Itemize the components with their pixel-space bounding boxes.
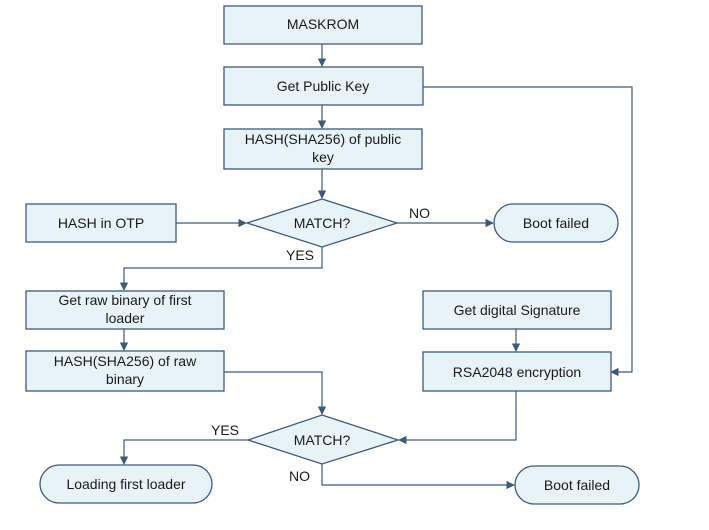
node-match-1-label: MATCH? (294, 215, 351, 231)
node-get-raw-binary: Get raw binary of first loader (25, 290, 225, 330)
edge-label-match-2-yes: YES (211, 422, 239, 438)
node-hash-public-key: HASH(SHA256) of public key (223, 128, 423, 170)
node-get-digital-signature-label: Get digital Signature (454, 302, 581, 318)
node-hash-raw-binary-line-2: binary (106, 371, 144, 387)
node-hash-in-otp-label: HASH in OTP (58, 215, 144, 231)
edge-label-match-1-yes: YES (286, 247, 314, 263)
edge-label-match-2-no: NO (289, 468, 310, 484)
edge-hash-raw-binary-to-match-2 (224, 371, 327, 415)
node-get-digital-signature: Get digital Signature (422, 290, 612, 330)
node-rsa-encryption: RSA2048 encryption (422, 351, 612, 392)
node-get-raw-binary-line-1: Get raw binary of first (58, 292, 191, 308)
node-rsa-encryption-label: RSA2048 encryption (453, 364, 581, 380)
node-match-2: MATCH? (245, 414, 401, 465)
node-loading-first-loader-label: Loading first loader (66, 476, 185, 492)
edge-match-1-yes-to-get-raw-binary (119, 247, 323, 291)
edge-label-match-1-no: NO (409, 205, 430, 221)
node-hash-public-key-line-2: key (312, 149, 334, 165)
edges (119, 44, 633, 490)
node-get-public-key: Get Public Key (223, 66, 424, 106)
node-match-1: MATCH? (244, 198, 400, 248)
node-match-2-label: MATCH? (294, 432, 351, 448)
edge-rsa-encryption-to-match-2 (398, 391, 517, 445)
node-maskrom: MASKROM (223, 5, 423, 45)
edge-match-2-yes-to-loading-first-loader (119, 439, 247, 465)
node-boot-failed-2-label: Boot failed (544, 477, 610, 493)
node-boot-failed-2: Boot failed (514, 465, 640, 505)
node-hash-in-otp: HASH in OTP (25, 203, 177, 243)
edge-match-2-no-to-boot-failed-2 (321, 464, 515, 490)
node-loading-first-loader: Loading first loader (39, 464, 213, 504)
node-boot-failed-1: Boot failed (493, 203, 619, 243)
node-hash-raw-binary-line-1: HASH(SHA256) of raw (54, 353, 197, 369)
node-hash-raw-binary: HASH(SHA256) of raw binary (25, 350, 225, 392)
edge-get-public-key-to-rsa-encryption (423, 86, 633, 377)
node-get-raw-binary-line-2: loader (106, 310, 145, 326)
node-maskrom-label: MASKROM (287, 16, 359, 32)
node-boot-failed-1-label: Boot failed (523, 215, 589, 231)
node-hash-public-key-line-1: HASH(SHA256) of public (245, 131, 401, 147)
node-get-public-key-label: Get Public Key (277, 78, 370, 94)
